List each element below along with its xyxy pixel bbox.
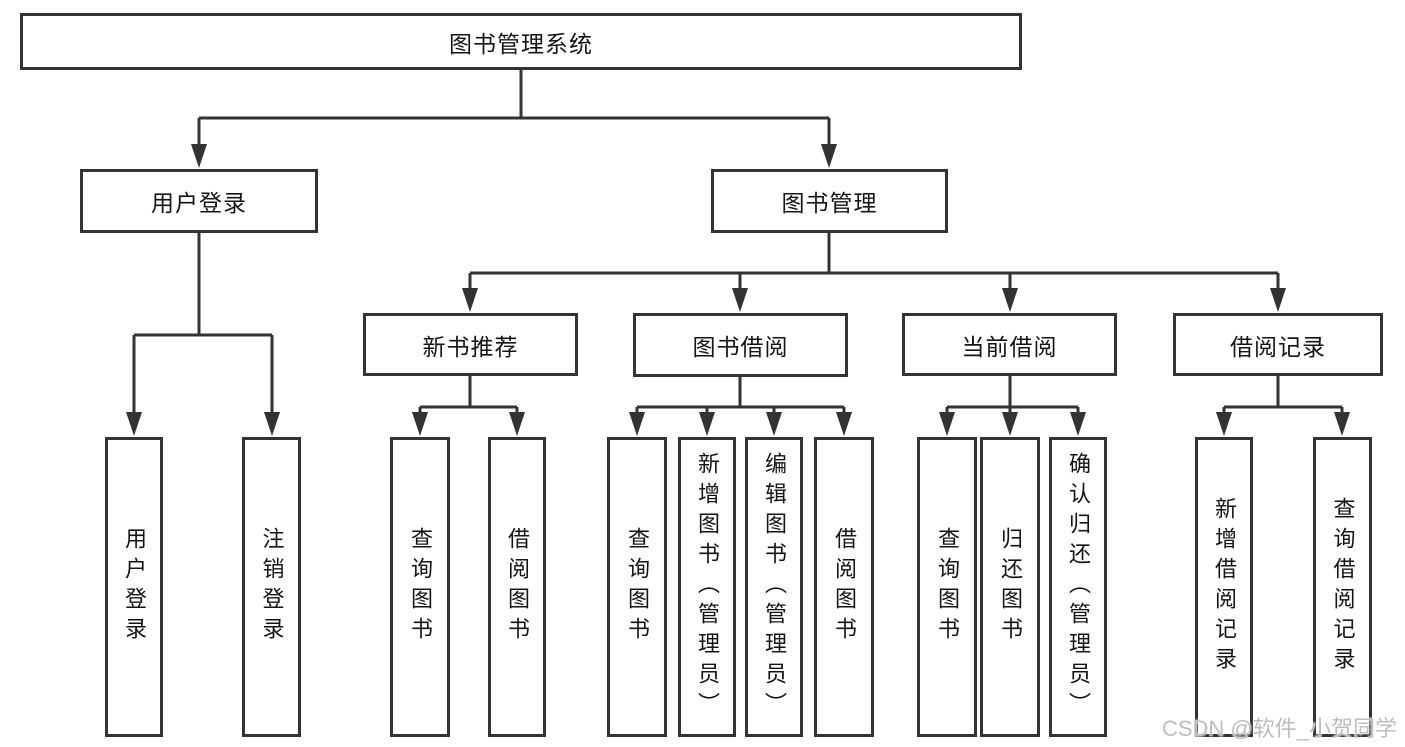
node-library-system-label: 图书管理系统 [449, 30, 593, 57]
node-borrow-book-leaf: 借阅图书 [814, 437, 874, 737]
node-book-borrowing-label: 图书借阅 [692, 334, 789, 360]
node-confirm-return-admin: 确认归还（管理员） [1049, 437, 1107, 737]
node-borrow-book-leaf-label: 借阅图书 [832, 527, 857, 647]
node-add-borrow-record: 新增借阅记录 [1195, 437, 1253, 737]
node-user-login: 用户登录 [80, 169, 318, 233]
node-new-book-recommend-label: 新书推荐 [422, 333, 519, 360]
node-edit-book-admin: 编辑图书（管理员） [745, 437, 803, 737]
node-query-borrow-record-label: 查询借阅记录 [1330, 497, 1356, 677]
node-login-leaf: 用户登录 [105, 437, 163, 737]
node-logout-leaf-label: 注销登录 [259, 527, 285, 647]
node-query-borrow-record: 查询借阅记录 [1313, 437, 1372, 737]
node-query-book-borrowing-label: 查询图书 [625, 527, 650, 647]
node-query-book-current-label: 查询图书 [935, 527, 960, 647]
node-borrow-book-recommend: 借阅图书 [488, 437, 546, 737]
node-user-login-label: 用户登录 [151, 190, 247, 216]
node-borrow-book-recommend-label: 借阅图书 [505, 527, 530, 647]
node-add-borrow-record-label: 新增借阅记录 [1212, 497, 1237, 677]
node-confirm-return-admin-label: 确认归还（管理员） [1066, 452, 1091, 722]
node-borrowing-records-label: 借阅记录 [1230, 333, 1326, 360]
node-book-management: 图书管理 [711, 169, 948, 233]
node-return-book-label: 归还图书 [998, 527, 1023, 647]
node-edit-book-admin-label: 编辑图书（管理员） [762, 452, 787, 722]
node-query-book-borrowing: 查询图书 [607, 437, 667, 737]
node-query-book-current: 查询图书 [917, 437, 977, 737]
node-borrowing-records: 借阅记录 [1173, 313, 1383, 376]
node-current-borrowing-label: 当前借阅 [961, 333, 1058, 360]
csdn-watermark: CSDN @软件_小贺同学 [1161, 716, 1397, 741]
node-return-book: 归还图书 [980, 437, 1040, 737]
node-book-management-label: 图书管理 [781, 190, 878, 216]
node-login-leaf-label: 用户登录 [122, 527, 147, 647]
node-book-borrowing: 图书借阅 [633, 313, 848, 377]
node-query-book-recommend-label: 查询图书 [408, 527, 433, 647]
node-current-borrowing: 当前借阅 [902, 313, 1117, 376]
node-new-book-recommend: 新书推荐 [363, 313, 578, 376]
node-query-book-recommend: 查询图书 [390, 437, 450, 737]
node-library-system: 图书管理系统 [20, 13, 1022, 70]
node-logout-leaf: 注销登录 [242, 437, 301, 737]
node-add-book-admin-label: 新增图书（管理员） [695, 452, 720, 722]
node-add-book-admin: 新增图书（管理员） [678, 437, 736, 737]
